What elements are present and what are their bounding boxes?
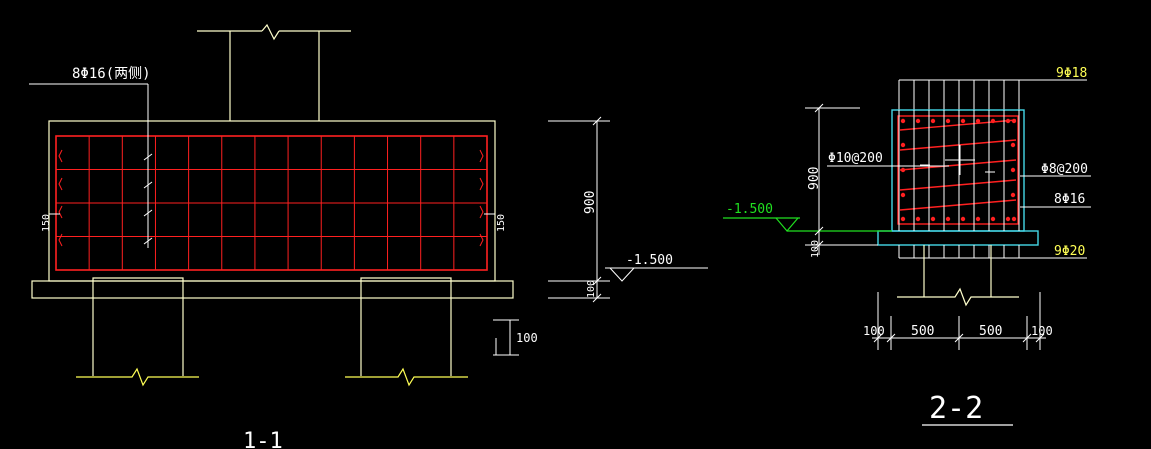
rebar-dots-2-2 <box>900 118 1017 222</box>
hook-marks <box>58 149 484 247</box>
section-2-2: 9Φ18 Φ10@200 Φ8@200 8Φ16 9Φ20 -1.500 900… <box>723 66 1091 426</box>
pile-bars-bottom <box>898 245 1087 259</box>
stirrups-2-2 <box>897 115 1019 225</box>
beam-outline <box>48 120 496 282</box>
rebar-grid <box>56 136 487 270</box>
dim-width-0: 100 <box>863 324 885 338</box>
dim-width-3: 100 <box>1031 324 1053 338</box>
slab-section-outline <box>877 230 1039 246</box>
label-leaders-2-2 <box>827 165 1091 208</box>
pile-break-lines <box>76 367 468 387</box>
rebar-label-8phi16: 8Φ16(两侧) <box>72 66 151 82</box>
label-side-bars: 8Φ16 <box>1054 192 1085 207</box>
rebar-cage-1-1 <box>55 135 488 271</box>
height-dimension-2-2 <box>805 103 878 255</box>
label-bottom-bars: 9Φ20 <box>1054 244 1085 259</box>
pile-2-2 <box>897 245 1019 307</box>
section-title-2-2: 2-2 <box>929 391 983 426</box>
footing-slab <box>31 280 514 299</box>
dim-height-900: 900 <box>583 191 598 214</box>
width-dimension-2-2 <box>872 292 1046 350</box>
label-top-bars: 9Φ18 <box>1056 66 1087 81</box>
height-dimension <box>548 116 610 303</box>
dim-side-100: 100 <box>516 331 538 345</box>
inner-bars <box>898 110 1020 231</box>
elevation-label: -1.500 <box>626 253 673 268</box>
label-stirrup-inner: Φ8@200 <box>1041 162 1088 177</box>
rebar-label-leader <box>29 83 153 248</box>
side-cover-right: 150 <box>496 214 507 232</box>
elevation-symbol-2-2 <box>723 217 892 232</box>
pile-left <box>92 277 184 376</box>
pile-right <box>360 277 452 376</box>
dim-height-900-2-2: 900 <box>807 167 822 190</box>
elevation-label-2-2: -1.500 <box>726 202 773 217</box>
side-dimension <box>493 319 519 356</box>
column-bars-top <box>898 79 1087 110</box>
dim-width-1: 500 <box>911 324 934 339</box>
label-stirrup-outer: Φ10@200 <box>828 151 883 166</box>
section-1-1: 8Φ16(两侧) 150 150 900 100 -1.500 <box>29 23 708 449</box>
dim-bottom-100-2-2: 100 <box>810 240 821 258</box>
side-cover-left: 150 <box>41 214 52 232</box>
dim-width-2: 500 <box>979 324 1002 339</box>
section-title-1-1: 1-1 <box>243 429 283 449</box>
elevation-symbol <box>605 267 708 282</box>
column-top <box>197 23 351 121</box>
dim-bottom-100: 100 <box>586 280 597 298</box>
